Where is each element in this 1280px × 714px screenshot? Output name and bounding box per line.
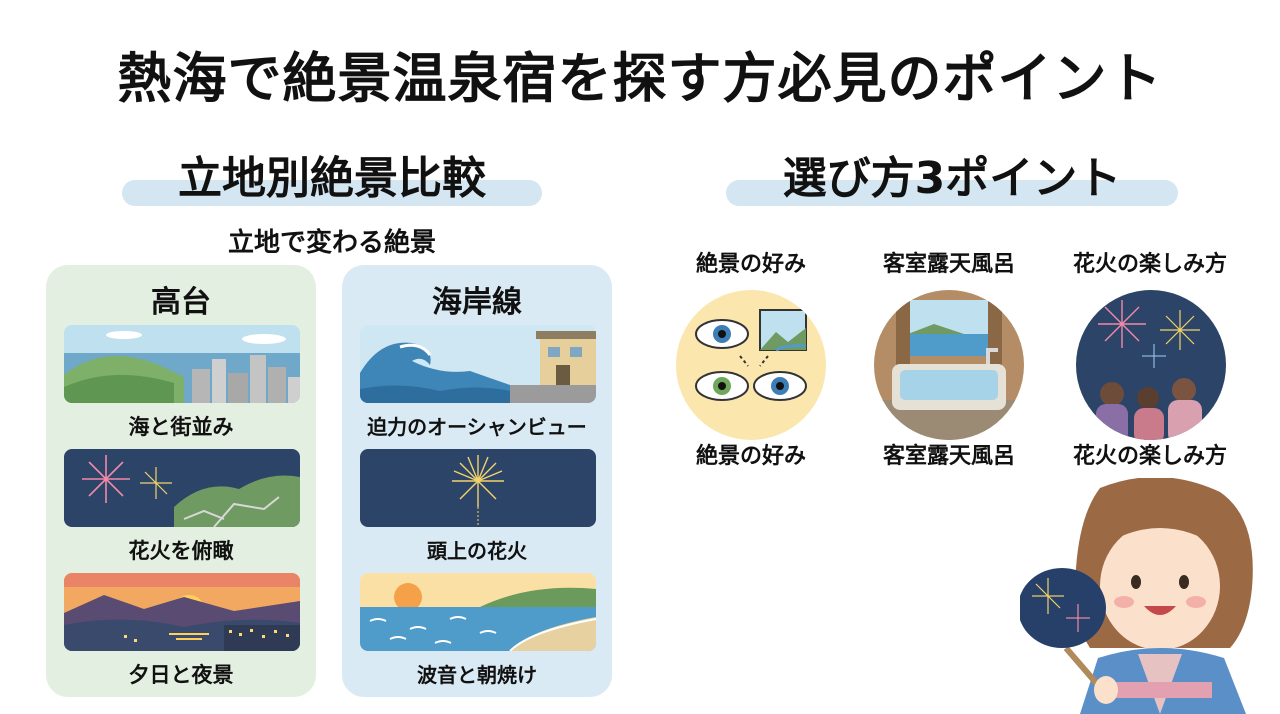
point-label-fireworks-bottom: 花火の楽しみ方 — [1072, 444, 1227, 469]
left-section-title: 立地別絶景比較 — [178, 153, 486, 204]
card-label-fireworks-overlook: 花火を俯瞰 — [128, 539, 234, 563]
point-label-bath-bottom: 客室露天風呂 — [882, 444, 1015, 469]
column-hilltop: 高台 海と街並み — [46, 265, 316, 697]
left-title-highlight — [122, 180, 542, 206]
hill-sea-town-illustration — [64, 325, 300, 403]
point-label-view-bottom: 絶景の好み — [695, 444, 806, 469]
wave-ocean-view-illustration — [360, 325, 596, 403]
shore-sunrise-illustration — [360, 573, 596, 651]
fireworks-viewers-icon — [1076, 290, 1226, 440]
left-section-subtitle: 立地で変わる絶景 — [227, 228, 436, 258]
open-air-bath-icon — [874, 290, 1024, 440]
column-heading-coastline: 海岸線 — [432, 285, 522, 320]
card-label-sunset-night: 夕日と夜景 — [128, 663, 234, 687]
right-title-highlight — [726, 180, 1178, 206]
point-label-view-top: 絶景の好み — [695, 252, 806, 277]
point-label-bath-top: 客室露天風呂 — [882, 252, 1015, 277]
card-label-shore-sunrise: 波音と朝焼け — [417, 663, 537, 687]
card-label-ocean-view: 迫力のオーシャンビュー — [367, 415, 587, 439]
overhead-firework-illustration — [360, 449, 596, 527]
fireworks-overlook-illustration — [64, 449, 300, 527]
yukata-girl-with-fan-illustration — [1018, 476, 1280, 714]
eyes-view-icon — [676, 290, 826, 440]
column-coastline: 海岸線 迫力のオーシャンビュー — [342, 265, 612, 697]
right-section-title: 選び方3ポイント — [782, 153, 1122, 204]
page-title: 熱海で絶景温泉宿を探す方必見のポイント — [117, 47, 1163, 110]
card-label-sea-town: 海と街並み — [128, 415, 234, 439]
column-heading-hilltop: 高台 — [151, 285, 211, 320]
point-label-fireworks-top: 花火の楽しみ方 — [1072, 252, 1227, 277]
sunset-night-view-illustration — [64, 573, 300, 651]
card-label-overhead-firework: 頭上の花火 — [427, 539, 527, 563]
